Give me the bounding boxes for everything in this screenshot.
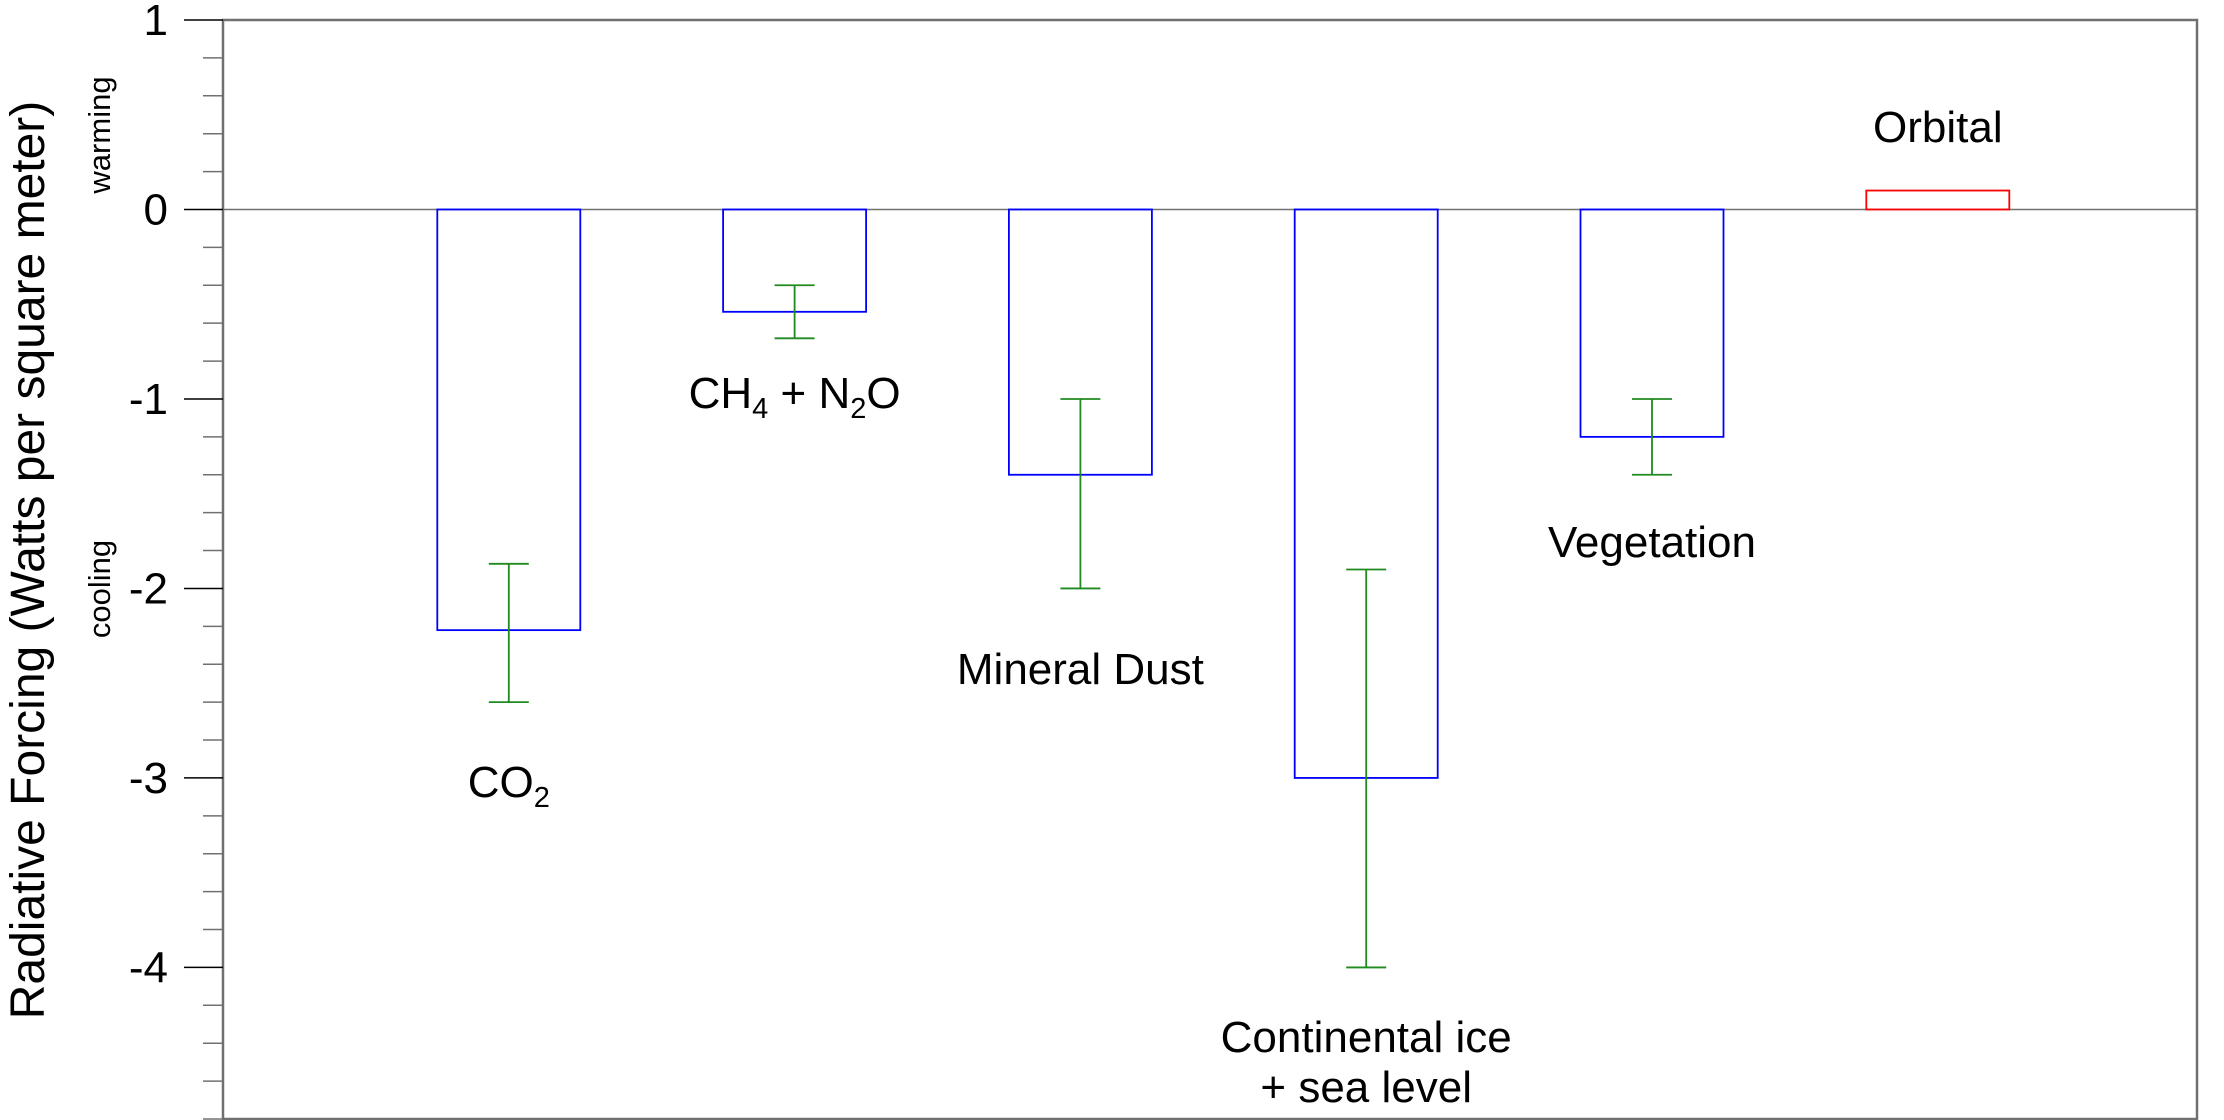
y-axis-label: Radiative Forcing (Watts per square mete… bbox=[2, 101, 55, 1020]
bar-label: CH4 + N2O bbox=[689, 369, 901, 425]
bar bbox=[1865, 189, 2011, 211]
y-tick-label: 0 bbox=[144, 185, 168, 234]
subscript: 2 bbox=[534, 782, 550, 814]
bars bbox=[436, 189, 2011, 969]
bar-label: Mineral Dust bbox=[957, 645, 1204, 694]
y-tick-label: -4 bbox=[129, 943, 168, 992]
bar-label: Continental ice bbox=[1221, 1013, 1512, 1062]
axes: 1 0 -1 -2 -3 -4 bbox=[129, 0, 2199, 1120]
subscript: 4 bbox=[752, 393, 768, 425]
error-bar bbox=[1346, 568, 1387, 969]
plot-frame bbox=[221, 18, 2199, 1120]
cooling-label: cooling bbox=[82, 540, 117, 638]
label-text: CH bbox=[689, 369, 753, 418]
label-text: + N bbox=[768, 369, 850, 418]
label-text: CO bbox=[468, 758, 534, 807]
warming-label: warming bbox=[82, 76, 117, 194]
y-tick-label: -2 bbox=[129, 564, 168, 613]
bar-label: Vegetation bbox=[1548, 518, 1756, 567]
y-tick-label: -3 bbox=[129, 754, 168, 803]
bar-label: Orbital bbox=[1873, 103, 2003, 152]
y-tick-label: 1 bbox=[144, 0, 168, 45]
bar-label: + sea level bbox=[1260, 1063, 1472, 1112]
error-bar bbox=[774, 284, 815, 340]
label-text: O bbox=[866, 369, 900, 418]
bar-label: CO2 bbox=[468, 758, 550, 814]
subscript: 2 bbox=[850, 393, 866, 425]
error-bar bbox=[488, 562, 529, 704]
label-text: Orbital bbox=[1873, 103, 2003, 152]
error-bar bbox=[1632, 398, 1672, 476]
y-tick-label: -1 bbox=[129, 375, 168, 424]
label-text: Mineral Dust bbox=[957, 645, 1204, 694]
label-text: Vegetation bbox=[1548, 518, 1756, 567]
error-bar bbox=[1060, 398, 1101, 590]
